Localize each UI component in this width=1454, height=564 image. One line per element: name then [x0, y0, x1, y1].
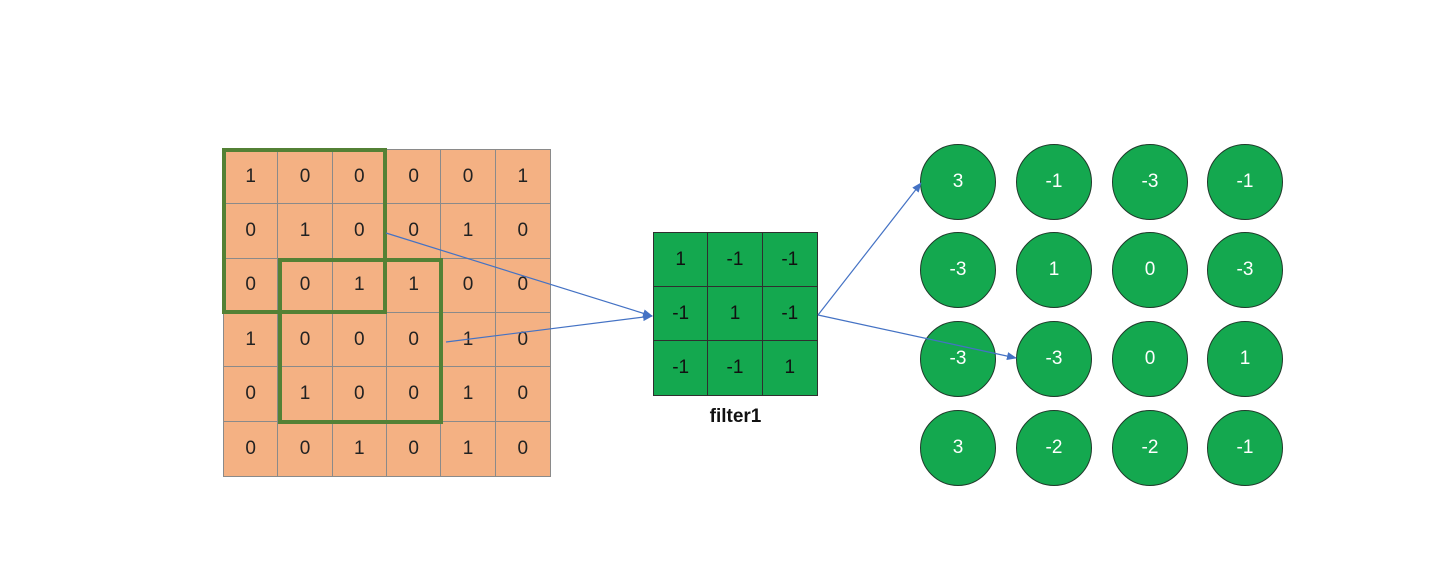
input-cell: 0: [332, 150, 387, 205]
input-cell: 0: [495, 367, 550, 422]
output-node: -3: [920, 321, 996, 397]
output-node: 0: [1112, 321, 1188, 397]
input-cell: 1: [495, 150, 550, 205]
input-cell: 1: [441, 204, 496, 259]
output-feature-map: 3 -1 -3 -1 -3 1 0 -3 -3 -3 0 1 3 -2 -2 -…: [920, 144, 1284, 486]
output-node: 3: [920, 144, 996, 220]
input-cell: 1: [441, 421, 496, 476]
input-cell: 1: [441, 367, 496, 422]
input-cell: 0: [332, 367, 387, 422]
input-cell: 0: [517, 437, 529, 459]
output-node: 0: [1112, 232, 1188, 308]
output-node: -1: [1207, 410, 1283, 486]
input-cell: 0: [387, 421, 442, 476]
input-cell: 0: [386, 150, 442, 205]
input-cell: 1: [224, 312, 279, 368]
input-cell: 0: [278, 150, 333, 205]
output-node: -1: [1207, 144, 1283, 220]
input-cell: 1: [278, 367, 333, 422]
filter-cell: 1: [784, 357, 796, 378]
input-cell: 1: [224, 150, 279, 205]
output-node: -2: [1112, 410, 1188, 486]
output-node: -3: [920, 232, 996, 308]
filter-cell: -1: [708, 233, 763, 287]
filter-cell: -1: [708, 341, 763, 395]
input-cell: 1: [441, 312, 496, 368]
input-cell: 0: [495, 204, 550, 259]
input-cell: 1: [278, 204, 333, 259]
output-node: -3: [1016, 321, 1092, 397]
input-cell: 0: [495, 313, 550, 368]
filter-cell: -1: [762, 287, 817, 341]
output-node: 1: [1207, 321, 1283, 397]
output-node: -1: [1016, 144, 1092, 220]
input-cell: 0: [332, 312, 387, 368]
input-matrix: 1 0 0 0 0 1 0 1 0 0 1 0 0 0 1 1 0 0 1 0 …: [223, 149, 551, 477]
output-node: 1: [1016, 232, 1092, 308]
input-cell: 0: [224, 204, 279, 259]
output-node: -3: [1112, 144, 1188, 220]
input-cell: 0: [441, 150, 496, 205]
filter-cell: -1: [654, 287, 709, 341]
arrow-filter-to-output-1: [817, 182, 922, 316]
input-cell: 0: [386, 204, 442, 259]
input-cell: 1: [332, 258, 387, 313]
filter-cell: 1: [708, 287, 763, 341]
output-node: -2: [1016, 410, 1092, 486]
input-cell: 0: [278, 258, 333, 313]
filter-cell: 1: [654, 233, 709, 287]
input-cell: 0: [495, 259, 550, 313]
input-cell: 0: [386, 312, 442, 368]
filter-matrix: 1 -1 -1 -1 1 -1 -1 -1 1: [653, 232, 818, 396]
input-cell: 1: [333, 421, 387, 476]
input-cell: 0: [224, 421, 279, 476]
input-cell: 0: [278, 421, 333, 476]
input-cell: 0: [386, 367, 442, 422]
input-cell: 0: [278, 312, 333, 368]
output-node: 3: [920, 410, 996, 486]
filter-cell: -1: [654, 341, 709, 395]
input-cell: 0: [224, 258, 279, 313]
input-cell: 0: [332, 204, 387, 259]
output-node: -3: [1207, 232, 1283, 308]
input-cell: 0: [224, 367, 279, 422]
filter-label: filter1: [709, 406, 762, 427]
filter-cell: -1: [762, 233, 817, 287]
input-cell: 0: [441, 258, 496, 313]
input-cell: 1: [386, 258, 442, 313]
